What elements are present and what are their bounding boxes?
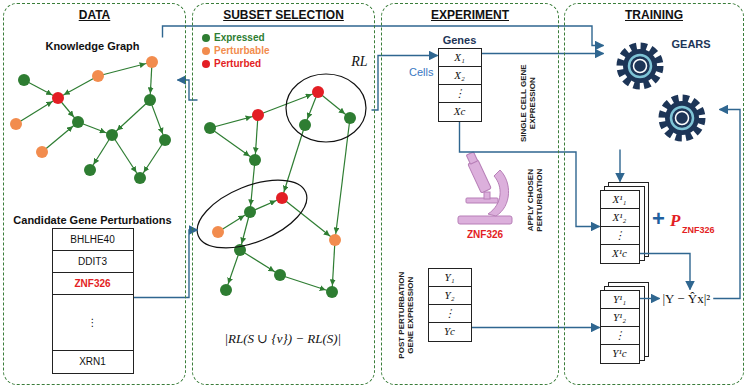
graph-region: Knowledge Graph xyxy=(8,38,178,192)
legend-text: Perturbable xyxy=(214,45,270,56)
subset-graph xyxy=(210,92,350,292)
table-cell: Y₁ xyxy=(429,269,471,287)
model-region: GEARS xyxy=(604,38,720,150)
connector-arrow xyxy=(134,230,198,298)
legend-text: Perturbed xyxy=(214,58,261,69)
connector-arrow xyxy=(178,80,198,100)
connector-arrow xyxy=(163,26,604,46)
legend-row: Perturbable xyxy=(202,44,270,57)
set-label: RL xyxy=(351,54,367,70)
legend-text: Expressed xyxy=(214,32,265,43)
panel-heading: EXPERIMENT xyxy=(382,8,558,22)
legend: ExpressedPerturbablePerturbed xyxy=(202,31,270,70)
panel-heading: DATA xyxy=(4,8,185,22)
legend-swatch xyxy=(202,60,210,68)
stacked-table: X¹₁X¹₂⋮X¹c xyxy=(600,190,640,264)
table-cell: X¹₂ xyxy=(601,209,639,227)
table-heading: Genes xyxy=(443,34,477,46)
table-cell: X¹c xyxy=(601,245,639,263)
table-cell: Y¹₂ xyxy=(601,309,639,327)
table-heading: Candidate Gene Perturbations xyxy=(13,214,171,226)
coverage-ellipse xyxy=(188,74,366,262)
panel: GEARSX¹₁X¹₂⋮X¹cY¹₁Y¹₂⋮Y¹c|Y − Ŷx|²TRAINI… xyxy=(564,3,744,385)
loss-formula: |Y − Ŷx|² xyxy=(660,290,714,308)
connector-arrow xyxy=(640,298,660,299)
table-cell: ZNF326 xyxy=(53,273,133,295)
table-cell: X₁ xyxy=(439,49,481,67)
perturbation-subscript: ZNF326 xyxy=(682,225,715,235)
knowledge-graph xyxy=(16,62,165,178)
knowledge-graph-nodes xyxy=(10,56,171,184)
gene-table: Candidate Gene PerturbationsBHLHE40DDIT3… xyxy=(52,228,134,374)
connector-arrow xyxy=(482,53,604,54)
table-cell: ⋮ xyxy=(439,85,481,103)
graph-title: Knowledge Graph xyxy=(8,40,178,52)
plus-sign: + xyxy=(652,206,665,231)
step-caption: APPLY CHOSEN PERTURBATION xyxy=(526,160,544,240)
table-cell: ⋮ xyxy=(601,327,639,345)
gear-icon xyxy=(663,99,701,137)
legend-swatch xyxy=(202,47,210,55)
perturbation-symbol: P xyxy=(670,211,680,231)
table-cell: X₂ xyxy=(439,67,481,85)
table-cell: ⋮ xyxy=(601,227,639,245)
objective-formula: |RL(S ∪ {v}) − RL(S)| xyxy=(225,332,342,347)
table-cell: DDIT3 xyxy=(53,251,133,273)
table-cell: ⋮ xyxy=(429,305,471,323)
model-name: GEARS xyxy=(672,38,711,50)
connector-arrow xyxy=(640,254,691,290)
table-cell: Y¹c xyxy=(601,345,639,363)
table-cell: BHLHE40 xyxy=(53,229,133,251)
table-cell: XRN1 xyxy=(53,351,133,373)
subset-graph-nodes xyxy=(204,86,356,298)
legend-row: Expressed xyxy=(202,31,270,44)
legend-swatch xyxy=(202,34,210,42)
table-cell: Xc xyxy=(439,103,481,121)
table-cell: Y¹₁ xyxy=(601,291,639,309)
graph-region: RL xyxy=(198,54,372,320)
table-cell: ⋮ xyxy=(53,295,133,351)
table-cell: Yc xyxy=(429,323,471,341)
connector-arrow xyxy=(619,150,620,182)
expression-table: Y₁Y₂⋮Yc xyxy=(428,268,472,342)
connector-arrow xyxy=(713,110,740,299)
step-caption: SINGLE CELL GENE EXPRESSION xyxy=(519,60,537,146)
panel: Knowledge GraphCandidate Gene Perturbati… xyxy=(3,3,186,385)
table-cell: X¹₁ xyxy=(601,191,639,209)
legend-row: Perturbed xyxy=(202,57,270,70)
formula-text: |Y − Ŷx|² xyxy=(660,290,714,308)
stacked-table: Y¹₁Y¹₂⋮Y¹c xyxy=(600,290,640,364)
panel-heading: SUBSET SELECTION xyxy=(193,8,374,22)
table-side-label: Cells xyxy=(409,66,433,78)
perturbation-name: ZNF326 xyxy=(467,229,503,241)
microscope-icon xyxy=(458,152,512,224)
step-caption: POST PERTURBATION GENE EXPRESSION xyxy=(397,265,415,365)
gear-icon xyxy=(621,47,659,85)
expression-table: CellsGenesX₁X₂⋮Xc xyxy=(438,48,482,122)
connector-arrow xyxy=(472,327,600,328)
panel-heading: TRAINING xyxy=(565,8,743,22)
table-cell: Y₂ xyxy=(429,287,471,305)
